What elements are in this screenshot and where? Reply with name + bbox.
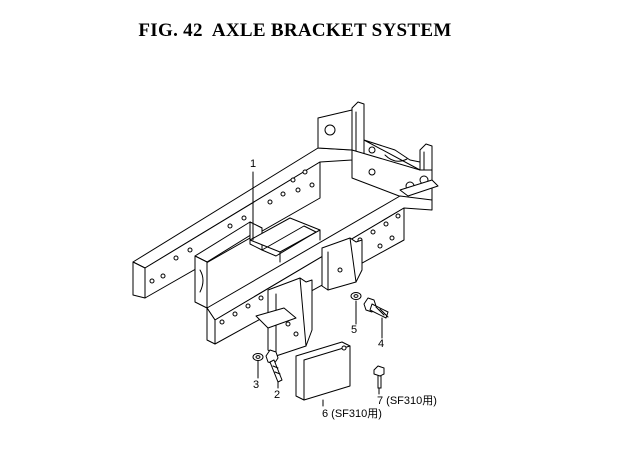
hanger-bracket-lower [255, 277, 313, 357]
washer-part-3 [252, 353, 264, 361]
hanger-bracket-upper [321, 237, 363, 291]
rear-bracket-box [317, 101, 439, 205]
bolt-part-2 [265, 349, 283, 383]
leader-lines [252, 171, 383, 407]
cross-members [194, 217, 321, 309]
callout-3: 3 [253, 379, 260, 391]
callout-2: 2 [274, 389, 281, 401]
callout-1: 1 [250, 158, 257, 170]
callout-5: 5 [351, 324, 358, 336]
cover-plate-part-6 [295, 341, 351, 401]
callout-7: 7 (SF310用) [377, 395, 437, 407]
main-frame-rail [132, 147, 353, 299]
screw-part-7 [373, 365, 385, 389]
washer-part-5 [350, 292, 362, 300]
bolt-part-4 [363, 297, 389, 319]
rail-holes [149, 169, 315, 284]
callout-6: 6 (SF310用) [322, 408, 382, 420]
callout-4: 4 [378, 338, 385, 350]
figure-title: FIG. 42 AXLE BRACKET SYSTEM [138, 20, 452, 41]
